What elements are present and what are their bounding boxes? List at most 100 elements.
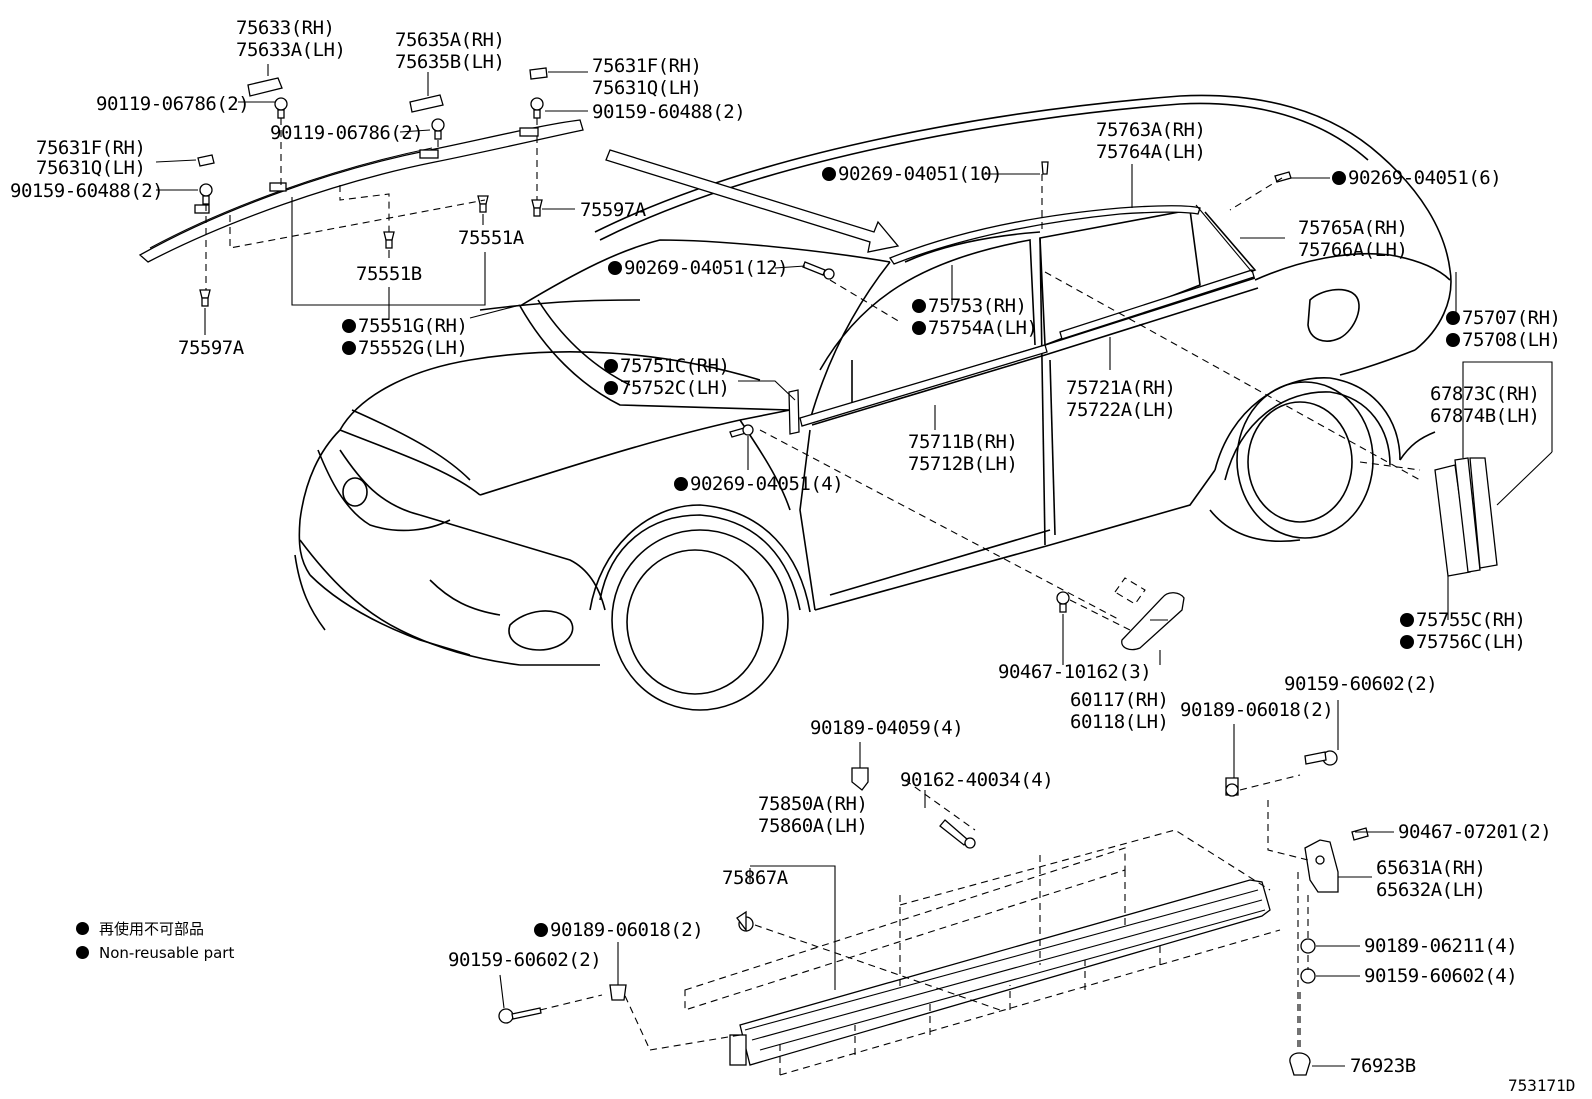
label-clip-867a: 75867A [722, 867, 788, 889]
roof-rail-part [138, 119, 584, 263]
label-clip-06018-left: 90189-06018(2) [534, 920, 704, 941]
label-rocker-rh: 75850A(RH) [758, 793, 868, 815]
label-tape-rh: 67873C(RH) [1430, 383, 1540, 405]
non-reusable-dot [604, 381, 618, 395]
label-clip-06211: 90189-06211(4) [1364, 935, 1518, 957]
label-emblem-lh: 75708(LH) [1446, 330, 1561, 351]
label-belt-rear-rh: 75721A(RH) [1066, 377, 1176, 399]
non-reusable-dot [604, 359, 618, 373]
label-emblem-rh: 75707(RH) [1446, 308, 1561, 329]
non-reusable-dot [822, 167, 836, 181]
non-reusable-dot [674, 477, 688, 491]
label-tape-lh: 67874B(LH) [1430, 405, 1540, 427]
label-rail-lh: 75552G(LH) [342, 338, 468, 359]
label-grommet: 76923B [1350, 1055, 1416, 1077]
rocker-leaders [499, 700, 1394, 1067]
non-reusable-dot [912, 299, 926, 313]
label-belt-front-rh: 75711B(RH) [908, 431, 1018, 453]
label-mudguard-lh: 65632A(LH) [1376, 879, 1486, 901]
roof-drip-moulding [889, 205, 1201, 265]
legend-dot [76, 922, 89, 935]
car-leaders [738, 164, 1330, 470]
rocker-fasteners [498, 750, 1369, 1076]
rear-door-belt-moulding [1059, 269, 1255, 340]
label-bolt-60602-4: 90159-60602(4) [1364, 965, 1518, 987]
label-rear-qtr-rh: 75765A(RH) [1298, 217, 1408, 239]
legend-japanese: 再使用不可部品 [76, 918, 204, 939]
label-pillar-lh: 75756C(LH) [1400, 632, 1526, 653]
non-reusable-dot [608, 261, 622, 275]
label-bolt-front: 90159-60488(2) [10, 180, 164, 202]
label-roof-mould-rh: 75763A(RH) [1096, 119, 1206, 141]
non-reusable-dot [342, 319, 356, 333]
label-screw-40034: 90162-40034(4) [900, 769, 1054, 791]
rear-quarter-moulding [1195, 204, 1253, 273]
label-cover-lh: 60118(LH) [1070, 711, 1169, 733]
label-clip-597a-right: 75597A [580, 199, 646, 221]
label-roof-cap2-rh: 75635A(RH) [395, 29, 505, 51]
roof-cap-75635 [409, 94, 444, 113]
roof-rail-leaders [155, 64, 588, 335]
label-belt-rear-lh: 75722A(LH) [1066, 399, 1176, 421]
label-clip-10: 90269-04051(10) [822, 164, 1003, 185]
right-side-dashed [539, 774, 1309, 1050]
door-cover-part [1056, 577, 1185, 665]
label-bolt-60602-right: 90159-60602(2) [1284, 673, 1438, 695]
non-reusable-dot [342, 341, 356, 355]
non-reusable-dot [1400, 613, 1414, 627]
non-reusable-dot [912, 321, 926, 335]
roof-rail-dashed [205, 118, 538, 290]
non-reusable-dot [1446, 311, 1460, 325]
label-rear-qtr-lh: 75766A(LH) [1298, 239, 1408, 261]
label-front-cap-lh: 75631Q(LH) [36, 157, 146, 179]
label-cover-rh: 60117(RH) [1070, 689, 1169, 711]
label-front-pillar-lh: 75752C(LH) [604, 378, 730, 399]
label-clip-12: 90269-04051(12) [608, 258, 789, 279]
front-cap-small [197, 154, 215, 167]
non-reusable-dot [1332, 171, 1346, 185]
legend-english: Non-reusable part [76, 944, 234, 962]
label-clip-4: 90269-04051(4) [674, 474, 844, 495]
rocker-moulding-part [729, 879, 1271, 1066]
label-cover-screw: 90467-10162(3) [998, 661, 1152, 683]
label-screw-a: 90119-06786(2) [96, 93, 250, 115]
rear-cap-top [529, 67, 548, 80]
diagram-code: 753171D [1508, 1076, 1576, 1095]
label-clip-6: 90269-04051(6) [1332, 168, 1502, 189]
label-front-cap-rh: 75631F(RH) [36, 137, 146, 159]
label-bolt-60602-left: 90159-60602(2) [448, 949, 602, 971]
non-reusable-dot [1400, 635, 1414, 649]
non-reusable-dot [534, 923, 548, 937]
front-door-belt-moulding [799, 344, 1048, 427]
non-reusable-dot [1446, 333, 1460, 347]
direction-arrow [605, 149, 900, 253]
roof-cap-75633 [247, 77, 283, 97]
rear-pillar-leaders [1447, 272, 1553, 620]
label-clip-551a: 75551A [458, 227, 524, 249]
label-rear-cap-lh: 75631Q(LH) [592, 77, 702, 99]
rear-pillar-garnish [1434, 457, 1498, 577]
label-roof-cap2-lh: 75635B(LH) [395, 51, 505, 73]
label-pillar-rh: 75755C(RH) [1400, 610, 1526, 631]
label-clip-597a-left: 75597A [178, 337, 244, 359]
label-roof-cap-lh: 75633A(LH) [236, 39, 346, 61]
label-rear-cap-rh: 75631F(RH) [592, 55, 702, 77]
label-bolt-rear: 90159-60488(2) [592, 101, 746, 123]
label-mudguard-rh: 65631A(RH) [1376, 857, 1486, 879]
rocker-dashed-frames [619, 779, 1281, 1076]
label-roof-mould-lh: 75764A(LH) [1096, 141, 1206, 163]
label-clip-06018-right: 90189-06018(2) [1180, 699, 1334, 721]
label-front-pillar-rh: 75751C(RH) [604, 356, 730, 377]
front-pillar-moulding [788, 389, 800, 435]
label-rail-rh: 75551G(RH) [342, 316, 468, 337]
label-clip-4059: 90189-04059(4) [810, 717, 964, 739]
label-roof-cap-rh: 75633(RH) [236, 17, 335, 39]
label-drip-lh: 75754A(LH) [912, 318, 1038, 339]
label-drip-rh: 75753(RH) [912, 296, 1027, 317]
label-screw-b: 90119-06786(2) [270, 122, 424, 144]
label-rocker-lh: 75860A(LH) [758, 815, 868, 837]
car-dashed [759, 174, 1421, 621]
label-clip-551b: 75551B [356, 263, 422, 285]
